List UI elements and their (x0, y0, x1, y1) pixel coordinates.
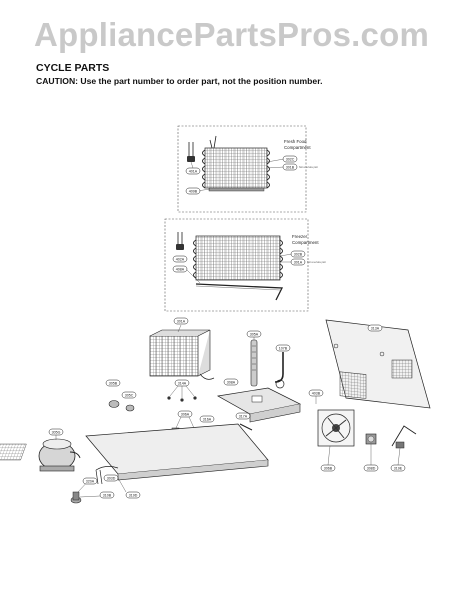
fresh-food-note: Not a service part (299, 166, 318, 169)
part-label-409B: 409B (189, 189, 198, 193)
grommet-305B: 305B (105, 379, 121, 408)
part-label-306B: 306B (324, 466, 333, 470)
callout-301B: 301B Not a service part (266, 163, 318, 171)
callout-308D: 308D (363, 444, 379, 472)
part-label-308D: 308D (367, 466, 376, 470)
base-plate (0, 423, 269, 481)
screws-314A: 314A (167, 379, 197, 402)
fresh-food-dashed-box (177, 125, 307, 213)
part-label-402A: 402A (176, 257, 185, 261)
callout-316A: 316A (199, 415, 215, 423)
part-label-302C: 302C (286, 157, 295, 161)
part-label-107B: 107B (279, 346, 288, 350)
callout-313A: 313A (367, 324, 383, 332)
compressor (38, 438, 81, 472)
part-label-303D: 303D (107, 476, 116, 480)
part-label-305G: 305G (52, 430, 61, 434)
fan-shroud (317, 409, 355, 447)
callout-310B: 310B (79, 491, 115, 499)
callout-301A-condenser: 301A (173, 317, 189, 333)
part-label-319D: 319D (129, 493, 138, 497)
callout-320A: 320A (77, 477, 98, 493)
wire-harness-303D (95, 466, 119, 485)
freezer-label-1: Freezer (292, 234, 308, 239)
part-label-314A: 314A (178, 381, 187, 385)
part-label-306A: 306A (181, 412, 190, 416)
callout-306B: 306B (320, 445, 336, 472)
defrost-sensor-fresh (187, 142, 195, 162)
callout-308A: 308A (223, 378, 239, 386)
part-label-320A: 320A (86, 479, 95, 483)
freezer-dashed-box (164, 218, 309, 312)
callout-301A: 301A Not a service part (280, 258, 326, 266)
callout-319E: 319E (390, 447, 406, 472)
machine-room-bracket (216, 387, 302, 423)
callout-303D: 303D (103, 474, 119, 482)
part-label-403B: 403B (312, 391, 321, 395)
part-label-401A: 401A (189, 169, 198, 173)
drain-hose (274, 352, 285, 389)
callout-302B: 302B (279, 250, 306, 258)
callout-305A: 305A (246, 330, 262, 340)
callout-305G: 305G (48, 428, 64, 440)
part-label-310B: 310B (103, 493, 112, 497)
relay-switch (365, 433, 377, 445)
callout-317A: 317A (235, 412, 253, 431)
part-label-408A: 408A (176, 267, 185, 271)
fresh-food-evaporator-group: 401A 409B Fresh Food Compartment 302C 30… (177, 125, 318, 213)
callout-401A: 401A (185, 161, 201, 175)
part-label-319E: 319E (394, 466, 403, 470)
callout-319D: 319D (117, 477, 141, 499)
fresh-food-evaporator (202, 135, 270, 192)
callout-408A: 408A (172, 265, 201, 284)
part-label-301A: 301A (294, 260, 303, 264)
fresh-food-label-1: Fresh Food (284, 139, 307, 144)
condenser-coil (149, 329, 215, 380)
part-label-317A: 317A (239, 414, 248, 418)
part-label-301B: 301B (286, 165, 295, 169)
watermark-logo: AppliancePartsPros.com (33, 16, 430, 53)
part-label-305C: 305C (125, 393, 134, 397)
part-label-302B: 302B (294, 252, 303, 256)
drier-tube (250, 339, 258, 387)
callout-403B: 403B (308, 389, 324, 404)
freezer-evaporator-group: 402A 408A Freezer Compartment 302B 301A … (164, 218, 326, 312)
callout-302C: 302C (266, 155, 298, 163)
freezer-evaporator (193, 235, 283, 281)
defrost-sensor-freezer (176, 232, 184, 250)
defrost-heater (195, 283, 284, 301)
part-label-316A: 316A (203, 417, 212, 421)
freezer-label-2: Compartment (292, 240, 319, 245)
callout-107B: 107B (275, 344, 291, 352)
part-label-313A: 313A (371, 326, 380, 330)
part-label-308A: 308A (227, 380, 236, 384)
callout-409B: 409B (185, 187, 211, 195)
leveling-foot (70, 491, 82, 504)
freezer-note: Not a service part (307, 261, 326, 264)
part-label-305B: 305B (109, 381, 118, 385)
page-title: CYCLE PARTS (36, 62, 110, 74)
rear-cover-panel (325, 319, 431, 409)
part-label-305A: 305A (250, 332, 259, 336)
caution-note: CAUTION: Use the part number to order pa… (36, 76, 323, 86)
grommet-305C: 305C (121, 391, 137, 412)
sensor-harness (391, 425, 417, 449)
callout-402A: 402A (172, 255, 188, 263)
fresh-food-label-2: Compartment (284, 145, 311, 150)
part-label-301A-condenser: 301A (177, 319, 186, 323)
